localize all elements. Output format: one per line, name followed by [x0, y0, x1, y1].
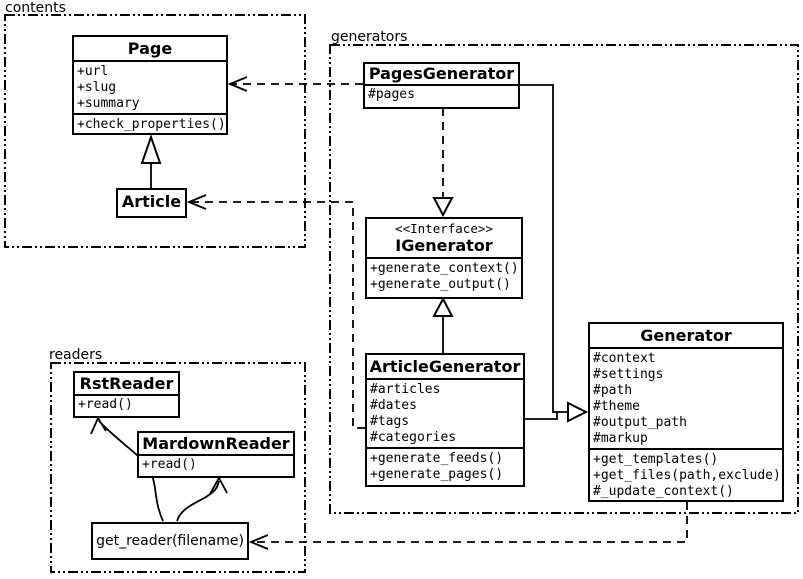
- attribute-row: +slug: [77, 80, 117, 95]
- attribute-row: #output_path: [593, 415, 687, 430]
- attribute-row: #pages: [368, 87, 415, 102]
- edge-generator-to-getreader: [253, 502, 688, 543]
- attribute-row: #tags: [370, 414, 410, 429]
- class-rstreader-title: RstReader: [79, 374, 174, 393]
- edge-getreader-to-mardownreader: [176, 480, 220, 522]
- class-page-title: Page: [127, 39, 173, 58]
- arrowhead-triangle-page: [140, 133, 162, 164]
- class-generator-attributes: #context #settings #path #theme #output_…: [590, 347, 782, 448]
- class-articlegenerator-methods: +generate_feeds() +generate_pages(): [367, 447, 523, 484]
- class-article: Article: [116, 188, 187, 218]
- class-page-attributes: +url +slug +summary: [74, 60, 226, 113]
- class-igenerator-stereotype: <<Interface>>: [395, 221, 493, 236]
- method-row: +generate_output(): [370, 277, 511, 292]
- package-label-readers: readers: [49, 347, 103, 363]
- class-articlegenerator: ArticleGenerator #articles #dates #tags …: [365, 353, 525, 487]
- class-articlegenerator-title: ArticleGenerator: [369, 357, 521, 376]
- method-row: +get_files(path,exclude): [593, 468, 781, 483]
- edge-pagesgenerator-to-generator: [520, 84, 567, 413]
- edge-articlegenerator-to-article: [191, 201, 365, 429]
- attribute-row: #settings: [593, 367, 664, 382]
- class-rstreader-methods: +read(): [75, 394, 178, 414]
- attribute-row: #theme: [593, 399, 640, 414]
- method-row: +get_templates(): [593, 452, 719, 467]
- arrowhead-vee-getreader: [248, 534, 269, 550]
- arrowhead-vee-page: [227, 76, 248, 92]
- class-page-methods: +check_properties(): [74, 113, 226, 133]
- class-igenerator-methods: +generate_context() +generate_output(): [367, 257, 521, 294]
- method-row: #_update_context(): [593, 484, 734, 499]
- class-igenerator-title-block: <<Interface>> IGenerator: [367, 219, 521, 257]
- attribute-row: #dates: [370, 398, 417, 413]
- method-row: +read(): [142, 457, 197, 472]
- package-border-generators: [329, 44, 799, 514]
- class-pagesgenerator-attributes: #pages: [365, 84, 518, 104]
- attribute-row: +summary: [77, 96, 140, 111]
- method-row: +generate_context(): [370, 261, 519, 276]
- method-row: +read(): [78, 397, 133, 412]
- attribute-row: #markup: [593, 431, 648, 446]
- edge-articlegenerator-to-generator: [525, 412, 558, 420]
- class-igenerator-title: IGenerator: [395, 236, 493, 255]
- arrowhead-triangle-igenerator-top: [432, 197, 454, 218]
- arrowhead-triangle-generator: [567, 401, 589, 423]
- class-mardownreader-title: MardownReader: [142, 434, 290, 453]
- package-border-readers: [50, 362, 306, 573]
- class-generator-title: Generator: [640, 326, 732, 345]
- arrowhead-vee-mardownreader: [209, 476, 228, 495]
- attribute-row: #context: [593, 351, 656, 366]
- class-article-title: Article: [121, 192, 182, 211]
- package-border-contents: [4, 14, 306, 248]
- arrowhead-triangle-igenerator-bottom: [432, 296, 454, 317]
- method-row: +check_properties(): [77, 117, 226, 132]
- package-label-generators: generators: [331, 29, 408, 45]
- attribute-row: #categories: [370, 430, 457, 445]
- node-get-reader-label: get_reader(filename): [96, 533, 244, 549]
- class-mardownreader-methods: +read(): [139, 454, 293, 474]
- arrowhead-vee-article: [186, 194, 207, 210]
- node-get-reader: get_reader(filename): [91, 522, 249, 560]
- package-label-contents: contents: [5, 0, 66, 16]
- class-articlegenerator-attributes: #articles #dates #tags #categories: [367, 378, 523, 447]
- attribute-row: +url: [77, 64, 109, 79]
- class-generator: Generator #context #settings #path #them…: [588, 322, 784, 502]
- class-pagesgenerator-title: PagesGenerator: [368, 64, 515, 83]
- method-row: +generate_pages(): [370, 467, 504, 482]
- method-row: +generate_feeds(): [370, 451, 504, 466]
- class-pagesgenerator: PagesGenerator #pages: [363, 62, 520, 109]
- arrowhead-vee-rstreader: [90, 416, 107, 435]
- attribute-row: #path: [593, 383, 633, 398]
- attribute-row: #articles: [370, 382, 441, 397]
- class-page: Page +url +slug +summary +check_properti…: [72, 35, 228, 135]
- class-mardownreader: MardownReader +read(): [137, 431, 295, 478]
- class-rstreader: RstReader +read(): [73, 371, 180, 418]
- class-generator-methods: +get_templates() +get_files(path,exclude…: [590, 448, 782, 500]
- class-igenerator: <<Interface>> IGenerator +generate_conte…: [365, 217, 523, 299]
